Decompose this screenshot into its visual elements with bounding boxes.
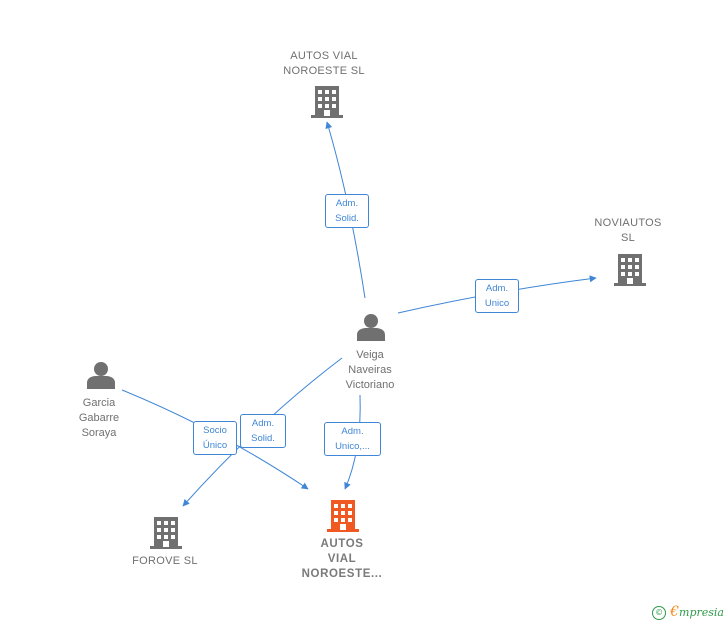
node-label-forove[interactable]: FOROVE SL — [132, 555, 198, 567]
node-label-noviautos[interactable]: NOVIAUTOS SL — [594, 217, 662, 244]
edge-label-adm-solid-forove[interactable]: Adm. Solid. — [240, 414, 286, 448]
node-label-veiga[interactable]: Veiga Naveiras Victoriano — [345, 349, 395, 391]
building-icon-noviautos — [614, 254, 646, 286]
person-icon-veiga — [357, 314, 385, 341]
empresia-brand[interactable]: ©€mpresia — [652, 604, 724, 620]
node-label-garcia[interactable]: Garcia Gabarre Soraya — [78, 397, 120, 439]
edge-label-adm-unico-noviautos[interactable]: Adm. Unico — [475, 279, 519, 313]
person-icon-garcia — [87, 362, 115, 389]
node-label-autos-vial-main[interactable]: AUTOS VIAL NOROESTE... — [301, 538, 383, 580]
copyright-icon: © — [652, 606, 667, 620]
edge-label-adm-unico-main[interactable]: Adm. Unico,... — [324, 422, 381, 456]
building-icon-autos-vial-main — [327, 500, 359, 532]
node-label-autos-vial-top[interactable]: AUTOS VIAL NOROESTE SL — [283, 50, 365, 77]
edge-label-socio-unico[interactable]: Socio Único — [193, 421, 237, 455]
building-icon-forove — [150, 517, 182, 549]
edge-label-adm-solid-top[interactable]: Adm. Solid. — [325, 194, 369, 228]
brand-name: mpresia — [679, 606, 724, 619]
building-icon-autos-vial-top — [311, 86, 343, 118]
brand-initial: € — [670, 604, 680, 620]
